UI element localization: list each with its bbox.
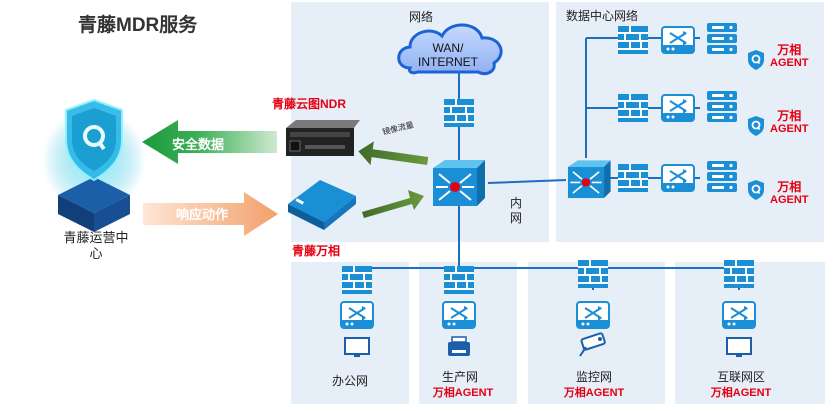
dc-agent-1-tag: AGENT xyxy=(770,57,809,69)
monitoring-agent-tag: AGENT xyxy=(585,387,625,399)
office-firewall-icon xyxy=(341,265,373,295)
dc-switch-3-icon xyxy=(661,164,695,192)
production-switch-icon xyxy=(442,301,476,329)
dc-agent-2-brand: 万相 xyxy=(777,109,802,123)
monitoring-agent-brand: 万相 xyxy=(563,387,586,399)
dc-core-switch-icon xyxy=(567,159,612,199)
dc-agent-2-tag: AGENT xyxy=(770,123,809,135)
dc-firewall-3-icon xyxy=(617,163,649,193)
production-agent-tag: AGENT xyxy=(454,387,494,399)
production-agent-brand: 万相 xyxy=(432,387,455,399)
soc-label: 青藤运营中 心 xyxy=(63,230,129,261)
secure-data-label: 安全数据 xyxy=(172,137,225,152)
intranet-label: 内 网 xyxy=(510,196,523,225)
dc-switch-1-icon xyxy=(661,26,695,54)
monitoring-zone-label: 监控网 xyxy=(575,370,613,384)
monitoring-switch-icon xyxy=(576,301,610,329)
internet-agent-label: 万相AGENT xyxy=(711,384,772,400)
dc-agent-3: 万相 AGENT xyxy=(770,181,809,207)
production-zone-label: 生产网 xyxy=(441,370,479,384)
monitoring-firewall-icon xyxy=(577,259,609,289)
ndr-label: 青藤云图NDR xyxy=(272,97,346,111)
office-switch-icon xyxy=(340,301,374,329)
dc-agent-3-brand: 万相 xyxy=(777,180,802,194)
dc-server-1-icon xyxy=(707,23,737,54)
diagram-title: 青藤MDR服务 xyxy=(78,15,198,36)
internet-switch-icon xyxy=(722,301,756,329)
control-arrow xyxy=(362,190,424,218)
wanxiang-label: 青藤万相 xyxy=(292,244,341,258)
internet-agent-tag: AGENT xyxy=(732,387,772,399)
response-label: 响应动作 xyxy=(176,207,229,222)
production-firewall-icon xyxy=(443,265,475,295)
response-arrow xyxy=(143,192,278,236)
dc-agent-1: 万相 AGENT xyxy=(770,44,809,70)
office-monitor-icon xyxy=(344,337,370,357)
ndr-appliance-icon xyxy=(286,120,360,156)
dc-server-3-icon xyxy=(707,161,737,192)
network-zone-label: 网络 xyxy=(409,10,434,24)
production-printer-icon xyxy=(448,336,470,356)
dc-server-2-icon xyxy=(707,91,737,122)
dc-firewall-2-icon xyxy=(617,93,649,123)
internet-zone-label: 互联网区 xyxy=(716,370,766,384)
secure-data-arrow xyxy=(142,120,277,164)
mirror-traffic-arrow xyxy=(358,141,429,166)
dc-agent-1-brand: 万相 xyxy=(777,43,802,57)
monitoring-camera-icon xyxy=(579,332,606,357)
dc-agent-3-tag: AGENT xyxy=(770,194,809,206)
datacenter-zone-label: 数据中心网络 xyxy=(566,9,639,23)
dc-agent-2: 万相 AGENT xyxy=(770,110,809,136)
dc-switch-2-icon xyxy=(661,94,695,122)
cloud-label: WAN/ INTERNET xyxy=(418,41,478,69)
internet-agent-brand: 万相 xyxy=(710,387,733,399)
office-zone-label: 办公网 xyxy=(331,374,369,388)
soc-shield-icon xyxy=(42,98,146,232)
firewall-icon xyxy=(443,98,475,128)
internet-cloud-icon xyxy=(397,23,503,76)
wanxiang-appliance-icon xyxy=(288,180,356,230)
production-agent-label: 万相AGENT xyxy=(433,384,494,400)
internet-monitor-icon xyxy=(726,337,752,357)
monitoring-agent-label: 万相AGENT xyxy=(564,384,625,400)
core-switch-icon xyxy=(432,159,486,207)
internet-firewall-icon xyxy=(723,259,755,289)
dc-firewall-1-icon xyxy=(617,25,649,55)
